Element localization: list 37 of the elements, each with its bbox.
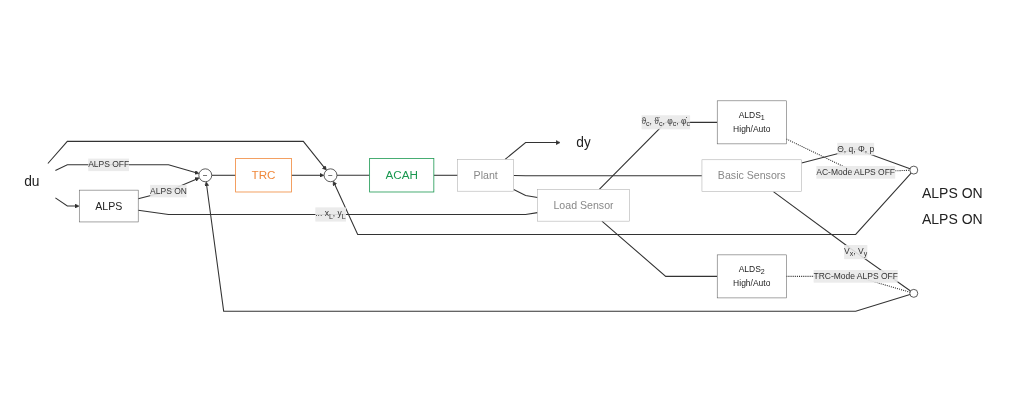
node-text: dy (576, 134, 591, 151)
node-circle: − (323, 168, 338, 183)
node-box: ACAH (369, 158, 435, 193)
connector (433, 174, 459, 176)
node-box: ALDS$_{1}$ High/Auto (716, 100, 787, 145)
edge-label: Θ, q, Φ, p (837, 144, 875, 154)
connector (513, 189, 539, 199)
connector (137, 209, 539, 216)
edge-label: ALPS OFF (88, 160, 130, 170)
node-box: TRC (235, 158, 292, 193)
node-circle (909, 165, 919, 175)
edge-label: ... x$_{L}$, y$_{L}$ (315, 208, 346, 221)
edge-label: ϑ$_{c}$, ϑ̇$_{c}$, φ$_{c}$, φ̇$_{c}$ (641, 116, 691, 128)
node-box: Load Sensor (537, 189, 630, 222)
edge-label: TRC-Mode ALPS OFF (813, 271, 898, 281)
switch-label: ALPS ON (922, 185, 984, 201)
connector (601, 220, 718, 277)
arrow (137, 177, 200, 200)
connector (513, 175, 703, 177)
node-circle: − (198, 168, 213, 183)
arrow (290, 172, 325, 178)
node-box: ALDS$_{2}$ High/Auto (716, 254, 787, 299)
arrow (47, 140, 327, 171)
switch-label: ALPS ON (922, 211, 984, 227)
node-circle (909, 288, 919, 298)
edge-label: AC-Mode ALPS OFF (816, 167, 896, 177)
edge-label: ALPS ON (150, 186, 187, 196)
node-box: ALPS (79, 189, 139, 223)
connector (211, 174, 237, 176)
arrow (54, 197, 80, 209)
node-box: Plant (457, 159, 514, 192)
arrow (332, 172, 912, 235)
arrow (504, 140, 561, 160)
edge-label: V$_{x}$, V$_{y}$ (844, 246, 868, 258)
node-text: du (24, 173, 40, 190)
node-box: Basic Sensors (701, 159, 802, 192)
connector (336, 174, 371, 176)
